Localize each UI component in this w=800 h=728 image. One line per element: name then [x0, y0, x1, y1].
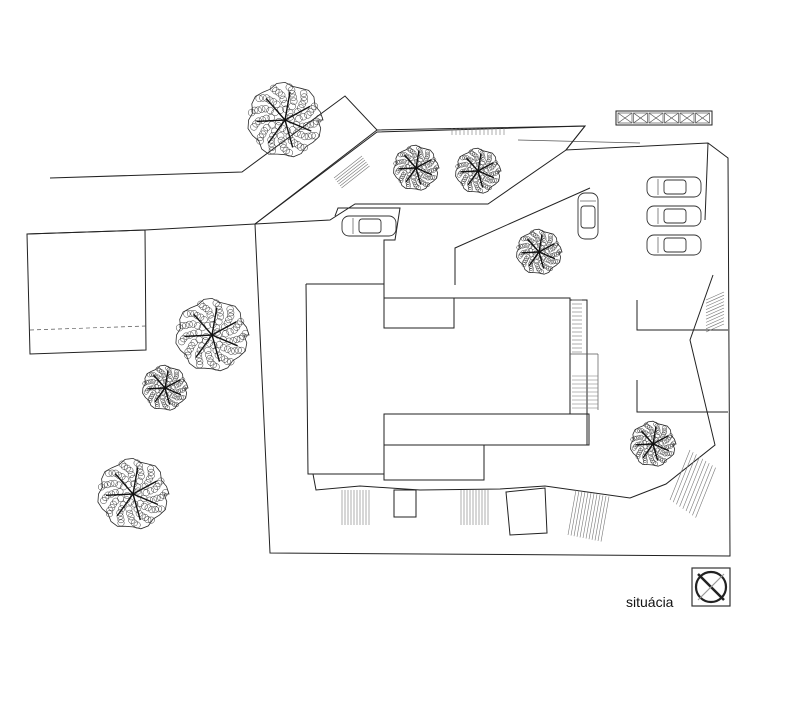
- car-icon: [646, 205, 702, 227]
- parking-bays: [636, 300, 728, 413]
- paved-area: [334, 142, 709, 285]
- stair-hatches: [333, 128, 725, 542]
- tree-icon: [393, 144, 440, 191]
- tree-icon: [97, 457, 170, 530]
- car-icon: [646, 234, 702, 256]
- bench: [615, 110, 713, 126]
- tree-icon: [142, 364, 189, 411]
- trees: [97, 81, 677, 530]
- tree-icon: [455, 147, 502, 194]
- car-icon: [577, 192, 599, 240]
- car-icon: [341, 215, 397, 237]
- car-icon: [646, 176, 702, 198]
- tree-icon: [516, 228, 563, 275]
- circle-cross-icon: [691, 567, 731, 607]
- tree-icon: [247, 81, 324, 158]
- neighbour-building: [26, 229, 147, 355]
- terrace-boxes: [393, 487, 548, 536]
- cars: [341, 176, 702, 256]
- plan-caption: situácia: [626, 594, 674, 610]
- tree-icon: [175, 297, 250, 372]
- terrace-outline: [312, 274, 716, 499]
- main-building: [305, 283, 599, 481]
- tree-icon: [630, 420, 677, 467]
